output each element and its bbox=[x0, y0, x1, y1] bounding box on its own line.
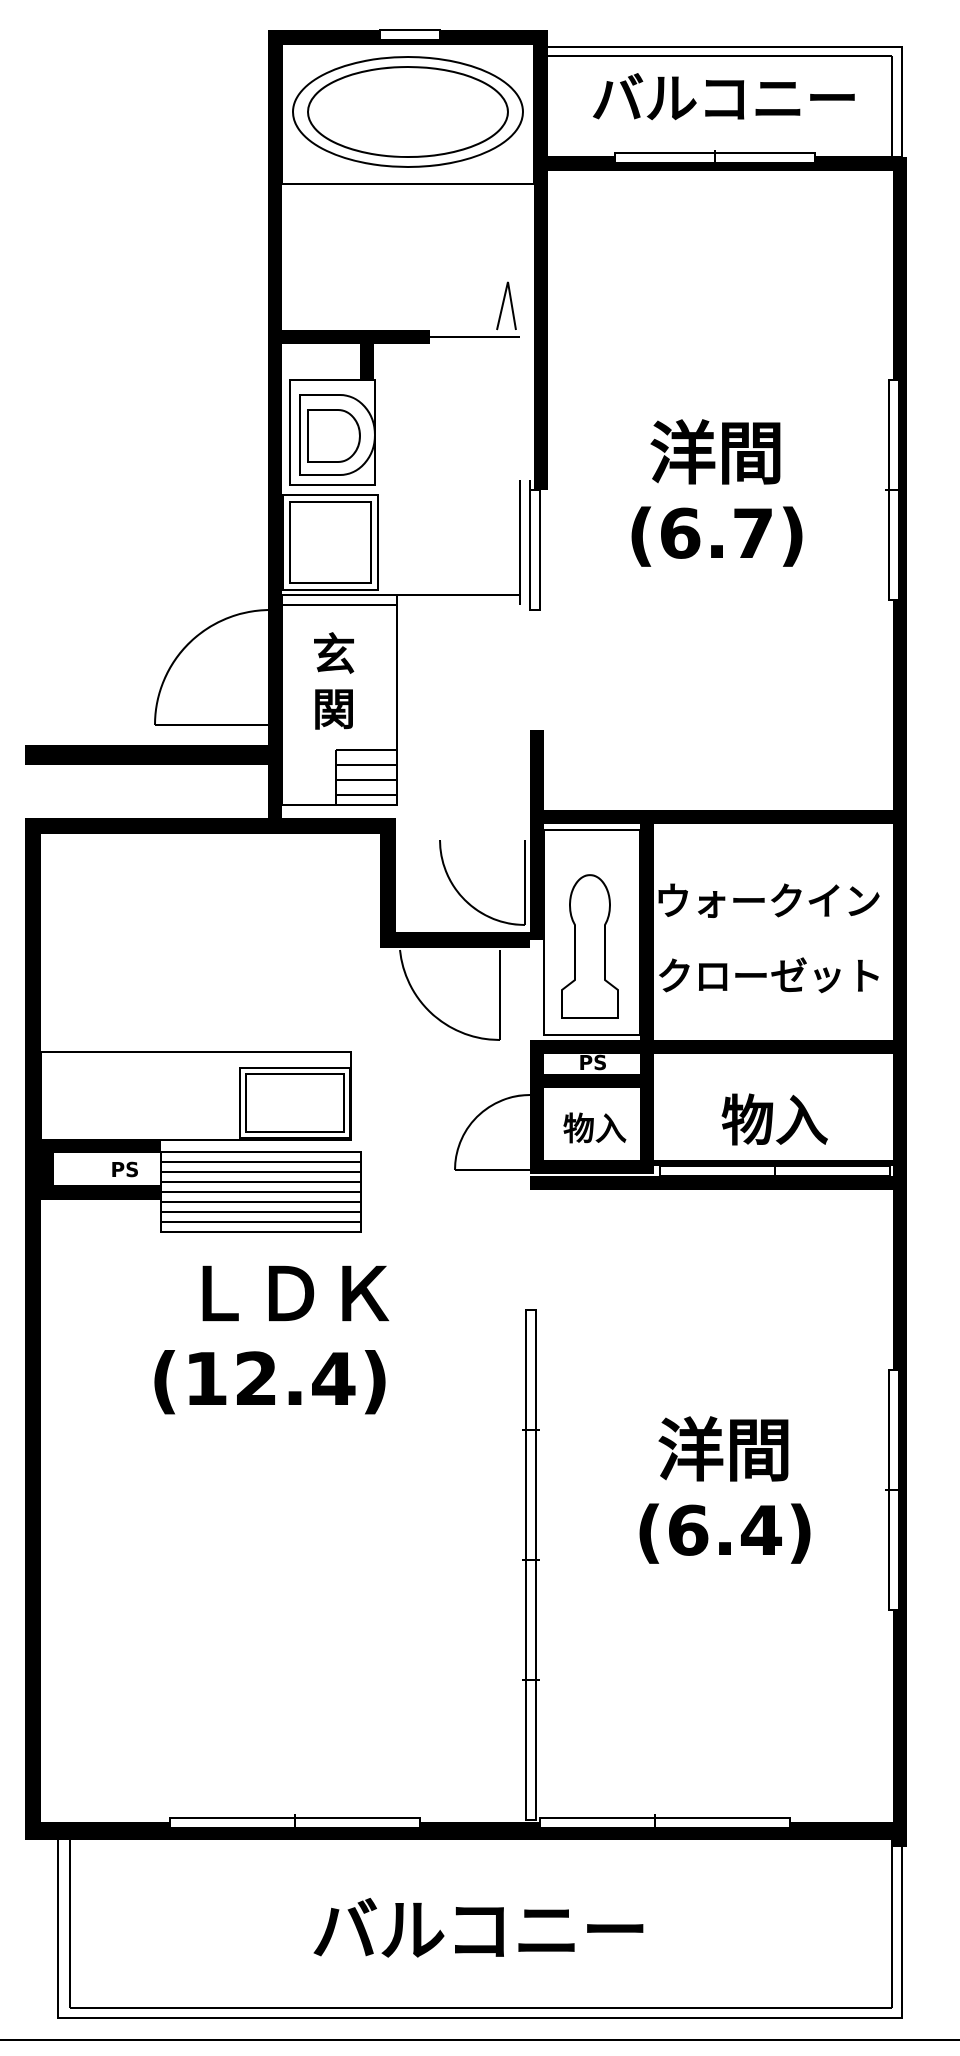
windows bbox=[169, 29, 905, 1834]
sink-icon bbox=[239, 1067, 351, 1139]
storage-large-label: 物入 bbox=[721, 1090, 829, 1153]
ldk-name: ＬＤＫ bbox=[182, 1253, 398, 1337]
washing-machine-icon bbox=[282, 494, 379, 591]
western-room-1-size: (6.7) bbox=[626, 496, 809, 575]
toilet-icon bbox=[561, 874, 619, 1019]
ps-kitchen-label: PS bbox=[110, 1158, 139, 1182]
storage-small-label: 物入 bbox=[563, 1110, 627, 1148]
entrance-label-2: 関 bbox=[312, 685, 356, 736]
walls bbox=[25, 30, 907, 1847]
western-room-1-name: 洋間 bbox=[649, 416, 785, 495]
western-room-2-size: (6.4) bbox=[634, 1493, 817, 1572]
bathtub-icon bbox=[281, 43, 535, 185]
western-room-2-name: 洋間 bbox=[657, 1413, 793, 1492]
walk-in-closet-label-1: ウォークイン bbox=[654, 880, 882, 924]
ps-upper-label: PS bbox=[578, 1051, 607, 1075]
ldk-size: (12.4) bbox=[148, 1338, 391, 1422]
balcony-top-label: バルコニー bbox=[591, 68, 860, 131]
fixtures bbox=[40, 43, 641, 1233]
balcony-bottom-label: バルコニー bbox=[311, 1893, 650, 1972]
entrance-label-1: 玄 bbox=[312, 630, 356, 681]
walk-in-closet-label-2: クローゼット bbox=[656, 955, 884, 999]
